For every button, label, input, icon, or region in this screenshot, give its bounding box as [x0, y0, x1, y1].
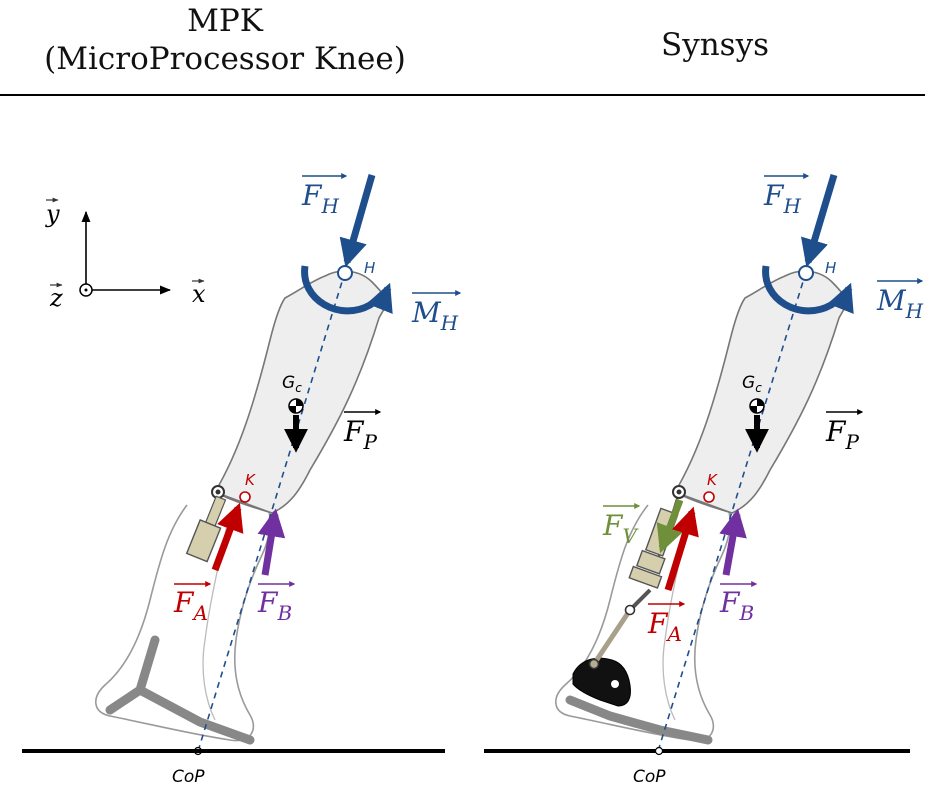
- actuator-force-arrow: [211, 502, 244, 572]
- knee-joint: [239, 491, 251, 503]
- label-F-H: FH: [301, 179, 339, 218]
- label-F-H: FH: [763, 179, 801, 218]
- knee-joint: [703, 491, 715, 503]
- label-cop-left: CoP: [172, 767, 205, 787]
- label-F-P: FP: [825, 415, 859, 454]
- hip-joint: [337, 265, 353, 281]
- mpk-labels: FH MH H Gc FP K FA FB CoP: [172, 173, 462, 787]
- label-point-H: H: [364, 259, 375, 277]
- hip-force-arrow: [339, 174, 376, 268]
- synsys-labels: FH MH H Gc FP K FV FA FB CoP: [602, 173, 924, 787]
- label-Gc: Gc: [742, 373, 762, 395]
- mpk-title-line1: MPK: [187, 3, 263, 39]
- mpk-title-line2: (MicroProcessor Knee): [44, 41, 406, 77]
- label-M-H: MH: [411, 296, 459, 335]
- hip-force-arrow: [801, 173, 838, 268]
- y-axis-label: y: [45, 200, 60, 228]
- z-axis-label: z: [49, 284, 63, 312]
- coordinate-frame: y x z: [45, 197, 206, 312]
- mpk-title: MPK (MicroProcessor Knee): [0, 2, 450, 78]
- cop-point: [654, 746, 664, 756]
- label-cop-right: CoP: [633, 767, 666, 787]
- knee-force-arrow: [719, 508, 747, 576]
- moment-arc: [301, 265, 393, 315]
- synsys-title: Synsys: [660, 27, 770, 63]
- label-M-H: MH: [876, 284, 924, 323]
- load-line: [198, 271, 346, 749]
- label-point-K: K: [245, 471, 256, 489]
- label-F-B: FB: [719, 586, 754, 625]
- label-F-V: FV: [602, 509, 639, 548]
- label-Gc: Gc: [282, 373, 302, 395]
- label-F-P: FP: [343, 415, 377, 454]
- foot-keel: [105, 635, 255, 745]
- label-F-A: FA: [173, 586, 208, 625]
- moment-arc: [762, 265, 854, 315]
- synsys-leg-diagram: [555, 173, 854, 756]
- label-F-A: FA: [647, 607, 682, 646]
- x-axis-label: x: [192, 280, 206, 308]
- label-point-K: K: [707, 471, 718, 489]
- label-F-B: FB: [257, 586, 292, 625]
- hip-joint: [798, 265, 814, 281]
- actuator-force-arrow: [664, 506, 699, 592]
- knee-force-arrow: [257, 508, 286, 576]
- label-point-H: H: [825, 259, 836, 277]
- mpk-leg-diagram: [95, 174, 393, 756]
- foot-keel: [565, 695, 713, 745]
- damper-actuator: [185, 495, 227, 563]
